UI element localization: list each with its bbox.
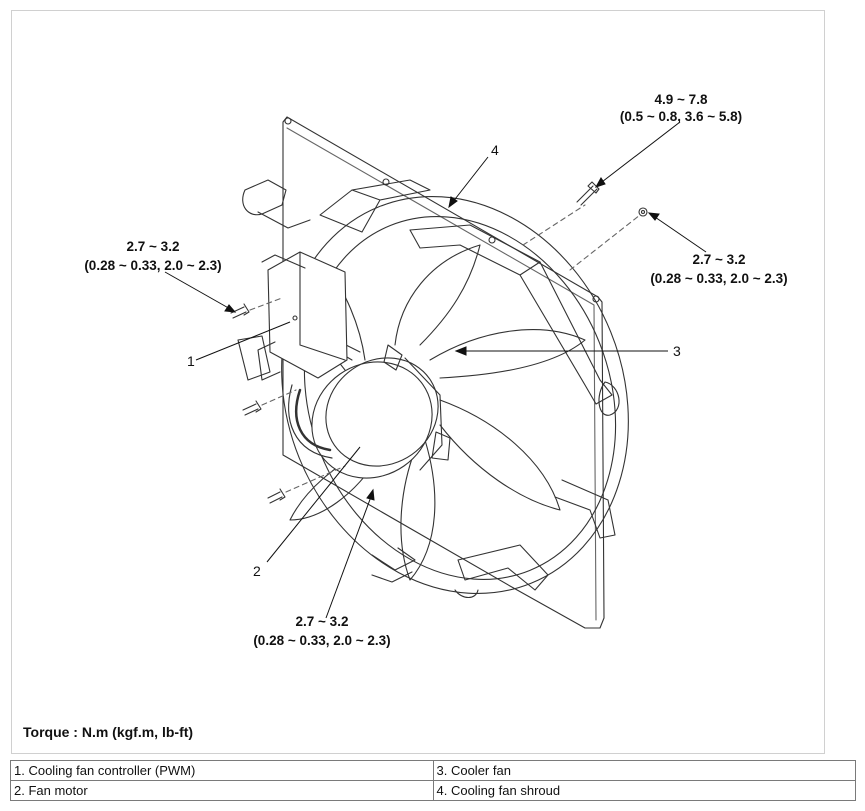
table-row: 1. Cooling fan controller (PWM) 3. Coole… (10, 760, 856, 781)
parts-legend-table: 1. Cooling fan controller (PWM) 3. Coole… (10, 760, 856, 801)
shroud-plate (282, 116, 605, 629)
nut-right (638, 207, 648, 217)
cooling-fan-diagram: 4.9 ~ 7.8 (0.5 ~ 0.8, 3.6 ~ 5.8) 2.7 ~ 3… (84, 92, 787, 648)
table-row: 2. Fan motor 4. Cooling fan shroud (10, 780, 856, 801)
legend-item-2: 2. Fan motor (10, 780, 434, 801)
torque-left-nm: 2.7 ~ 3.2 (127, 239, 180, 254)
torque-top-right-nm: 4.9 ~ 7.8 (655, 92, 708, 107)
torque-left-alt: (0.28 ~ 0.33, 2.0 ~ 2.3) (84, 258, 221, 273)
callout-1: 1 (187, 353, 195, 369)
torque-right-nm: 2.7 ~ 3.2 (693, 252, 746, 267)
torque-right-alt: (0.28 ~ 0.33, 2.0 ~ 2.3) (650, 271, 787, 286)
fan-controller (267, 251, 348, 379)
shroud-ring (281, 195, 629, 595)
bolt-top-right (576, 181, 600, 206)
legend-item-3: 3. Cooler fan (432, 760, 856, 781)
callout-3: 3 (673, 343, 681, 359)
callout-2: 2 (253, 563, 261, 579)
legend-item-4: 4. Cooling fan shroud (432, 780, 856, 801)
legend-item-1: 1. Cooling fan controller (PWM) (10, 760, 434, 781)
fan-blade (394, 244, 481, 346)
torque-top-right-alt: (0.5 ~ 0.8, 3.6 ~ 5.8) (620, 109, 742, 124)
bolt-bottom (267, 488, 286, 504)
bolt-left-mid (242, 400, 262, 416)
callout-4: 4 (491, 142, 499, 158)
torque-bottom-alt: (0.28 ~ 0.33, 2.0 ~ 2.3) (253, 633, 390, 648)
torque-units-note: Torque : N.m (kgf.m, lb-ft) (23, 724, 194, 740)
torque-bottom-nm: 2.7 ~ 3.2 (296, 614, 349, 629)
